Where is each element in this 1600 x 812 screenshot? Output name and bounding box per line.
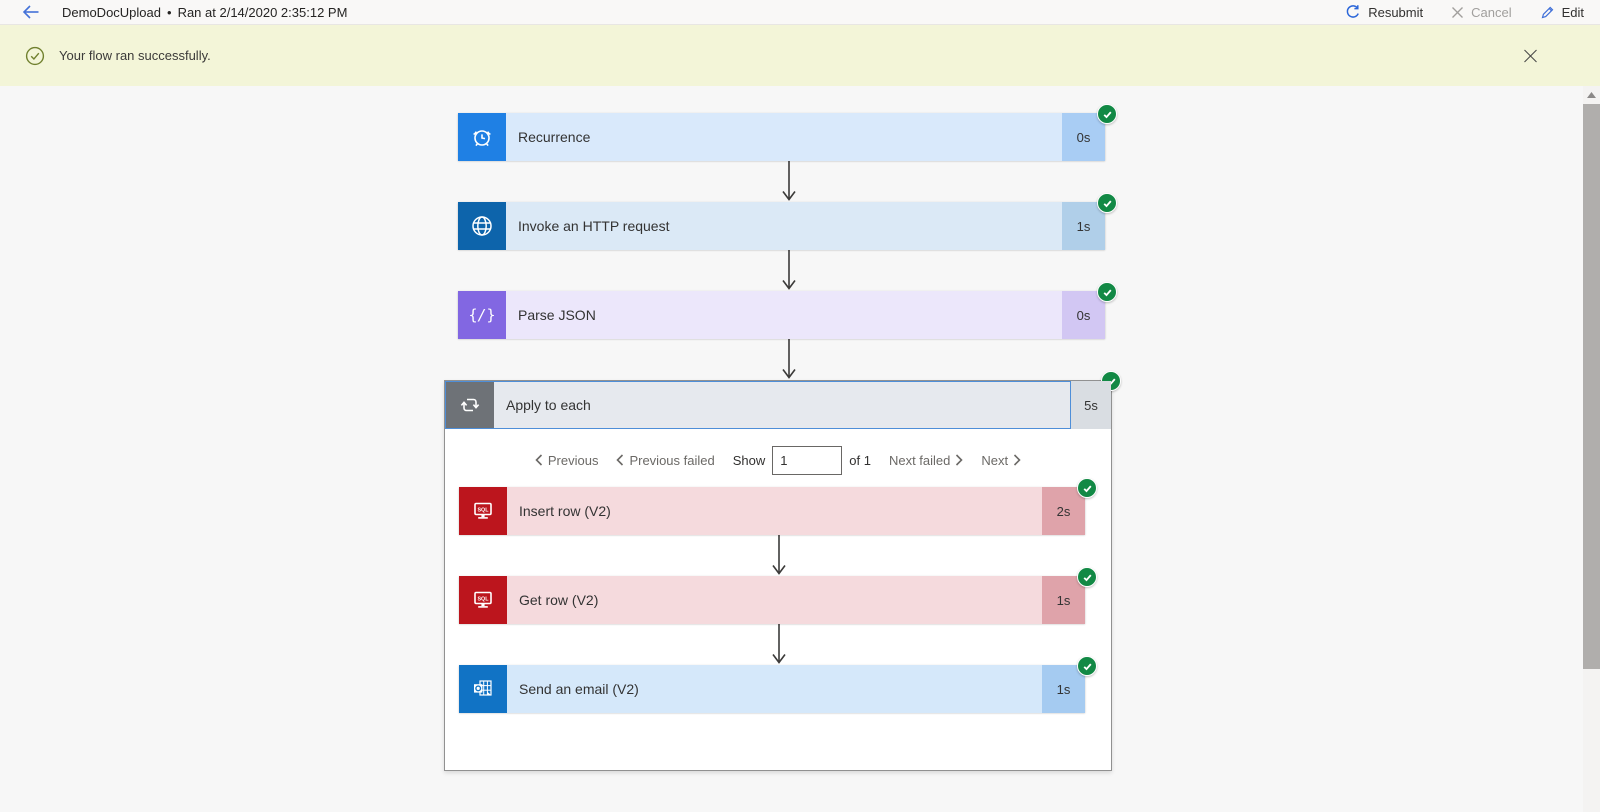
pencil-icon [1540, 5, 1555, 20]
iteration-pagination: Previous Previous failed Show of 1 Next … [445, 445, 1111, 475]
loop-icon [446, 382, 494, 428]
flow-canvas: Recurrence 0s Invoke an HTTP request [0, 86, 1600, 812]
flow-node-parse-json[interactable]: {/} Parse JSON 0s [458, 282, 1117, 339]
scrollbar-thumb[interactable] [1583, 104, 1600, 669]
flow-node-insert-row[interactable]: SQL Insert row (V2) 2s [459, 478, 1097, 535]
close-icon[interactable] [1521, 46, 1540, 65]
success-banner: Your flow ran successfully. [0, 25, 1600, 86]
node-label: Send an email (V2) [519, 681, 639, 697]
of-total-label: of 1 [849, 452, 871, 468]
duration-badge: 5s [1071, 381, 1111, 429]
title-separator: • [167, 4, 172, 20]
next-failed-button[interactable]: Next failed [889, 453, 964, 468]
connector-arrow [458, 161, 1119, 202]
duration-badge: 1s [1062, 202, 1105, 250]
flow-title: DemoDocUpload [62, 4, 161, 20]
refresh-icon [1345, 4, 1361, 20]
sql-monitor-icon: SQL [459, 487, 507, 535]
braces-icon: {/} [458, 291, 506, 339]
back-arrow-icon [22, 5, 40, 19]
connector-arrow [459, 624, 1099, 665]
success-check-icon [25, 46, 45, 66]
chevron-right-icon [1013, 454, 1021, 466]
previous-failed-button[interactable]: Previous failed [616, 453, 715, 468]
banner-message: Your flow ran successfully. [59, 48, 211, 63]
apply-to-each-scope: Apply to each 5s Previous Previous faile… [444, 371, 1121, 771]
resubmit-button[interactable]: Resubmit [1345, 4, 1423, 20]
duration-badge: 1s [1042, 665, 1085, 713]
duration-badge: 0s [1062, 291, 1105, 339]
cancel-button[interactable]: Cancel [1451, 5, 1512, 20]
node-label: Insert row (V2) [519, 503, 611, 519]
show-label: Show [732, 452, 766, 468]
svg-text:SQL: SQL [477, 508, 489, 514]
duration-badge: 2s [1042, 487, 1085, 535]
chevron-left-icon [535, 454, 543, 466]
titlebar-actions: Resubmit Cancel Edit [1345, 4, 1584, 20]
flow-node-apply-to-each[interactable]: Apply to each 5s [445, 381, 1111, 429]
duration-badge: 1s [1042, 576, 1085, 624]
titlebar: DemoDocUpload • Ran at 2/14/2020 2:35:12… [0, 0, 1600, 25]
vertical-scrollbar [1583, 86, 1600, 812]
edit-button[interactable]: Edit [1540, 5, 1584, 20]
node-label: Invoke an HTTP request [518, 218, 670, 234]
success-badge-icon [1077, 478, 1097, 498]
next-button[interactable]: Next [981, 453, 1021, 468]
previous-button[interactable]: Previous [535, 453, 598, 468]
flow-diagram: Recurrence 0s Invoke an HTTP request [444, 86, 1121, 771]
flow-node-http-request[interactable]: Invoke an HTTP request 1s [458, 193, 1117, 250]
chevron-right-icon [955, 454, 964, 466]
flow-node-send-email[interactable]: Send an email (V2) 1s [459, 656, 1097, 713]
scrollbar-up-arrow-icon[interactable] [1583, 86, 1600, 103]
success-badge-icon [1077, 567, 1097, 587]
sql-monitor-icon: SQL [459, 576, 507, 624]
duration-badge: 0s [1062, 113, 1105, 161]
chevron-left-icon [616, 454, 624, 466]
success-badge-icon [1077, 656, 1097, 676]
node-label: Parse JSON [518, 307, 596, 323]
node-label: Apply to each [506, 397, 591, 413]
flow-node-recurrence[interactable]: Recurrence 0s [458, 104, 1117, 161]
connector-arrow [458, 250, 1119, 291]
run-timestamp: Ran at 2/14/2020 2:35:12 PM [177, 4, 348, 20]
connector-arrow [459, 535, 1099, 576]
success-badge-icon [1097, 193, 1117, 213]
iteration-page-input[interactable] [772, 445, 843, 475]
success-badge-icon [1097, 282, 1117, 302]
outlook-icon [459, 665, 507, 713]
node-label: Get row (V2) [519, 592, 599, 608]
svg-text:SQL: SQL [477, 597, 489, 603]
x-icon [1451, 6, 1464, 19]
connector-arrow [458, 339, 1119, 380]
node-label: Recurrence [518, 129, 591, 145]
flow-node-get-row[interactable]: SQL Get row (V2) 1s [459, 567, 1097, 624]
globe-icon [458, 202, 506, 250]
success-badge-icon [1097, 104, 1117, 124]
alarm-clock-icon [458, 113, 506, 161]
back-button[interactable] [22, 5, 40, 19]
